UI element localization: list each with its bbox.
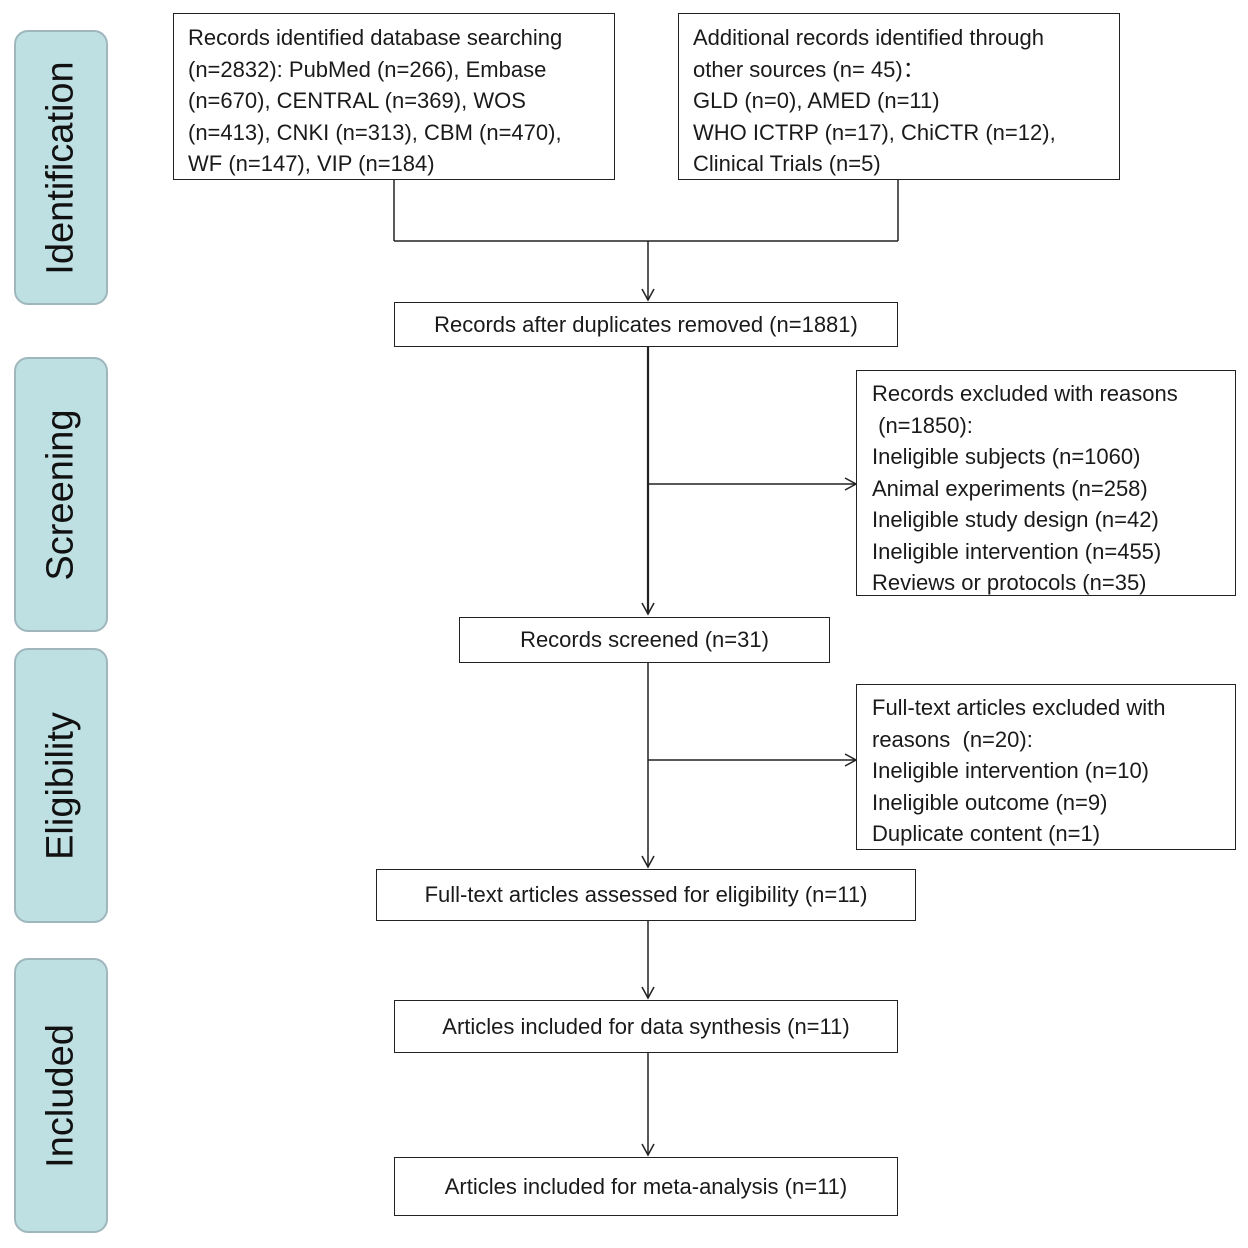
records-screened-box: Records screened (n=31) xyxy=(459,617,830,663)
assessed-eligibility-box: Full-text articles assessed for eligibil… xyxy=(376,869,916,921)
stage-included: Included xyxy=(14,958,108,1233)
box-line: reasons (n=20): xyxy=(872,726,1033,752)
box-line: Ineligible intervention (n=10) xyxy=(872,758,1150,783)
meta-analysis-text: Articles included for meta-analysis (n=1… xyxy=(444,1173,848,1199)
box-line: Duplicate content (n=1) xyxy=(872,821,1101,846)
box-line: (n=2832): PubMed (n=266), Embase xyxy=(188,56,547,82)
meta-analysis-box: Articles included for meta-analysis (n=1… xyxy=(394,1157,898,1216)
box-line: Ineligible subjects (n=1060) xyxy=(872,444,1141,469)
other-sources-box: Additional records identified through ot… xyxy=(678,13,1120,180)
box-line: Records excluded with reasons xyxy=(872,381,1178,406)
box-line: Ineligible intervention (n=455) xyxy=(872,538,1162,564)
box-line: (n=413), CNKI (n=313), CBM (n=470), xyxy=(188,119,562,145)
stage-screening: Screening xyxy=(14,357,108,632)
box-line: WF (n=147), VIP (n=184) xyxy=(188,151,435,176)
fulltext-excluded-box: Full-text articles excluded with reasons… xyxy=(856,684,1236,850)
duplicates-removed-text: Records after duplicates removed (n=1881… xyxy=(434,311,858,337)
box-line: Reviews or protocols (n=35) xyxy=(872,570,1147,595)
box-line: (n=670), CENTRAL (n=369), WOS xyxy=(188,88,526,113)
records-screened-text: Records screened (n=31) xyxy=(520,627,769,653)
stage-identification: Identification xyxy=(14,30,108,305)
database-search-box: Records identified database searching (n… xyxy=(173,13,615,180)
box-line: (n=1850): xyxy=(872,412,973,438)
assessed-eligibility-text: Full-text articles assessed for eligibil… xyxy=(424,882,868,908)
data-synthesis-text: Articles included for data synthesis (n=… xyxy=(442,1013,850,1039)
box-line: GLD (n=0), AMED (n=11) xyxy=(693,88,940,113)
box-line: other sources (n= 45)： xyxy=(693,56,925,82)
box-line: Additional records identified through xyxy=(693,25,1045,50)
stage-eligibility: Eligibility xyxy=(14,648,108,923)
box-line: Animal experiments (n=258) xyxy=(872,475,1148,501)
box-line: Clinical Trials (n=5) xyxy=(693,151,881,176)
box-line: Full-text articles excluded with xyxy=(872,695,1166,720)
box-line: Records identified database searching xyxy=(188,25,563,50)
records-excluded-box: Records excluded with reasons (n=1850): … xyxy=(856,370,1236,596)
duplicates-removed-box: Records after duplicates removed (n=1881… xyxy=(394,302,898,347)
box-line: Ineligible study design (n=42) xyxy=(872,507,1159,532)
box-line: Ineligible outcome (n=9) xyxy=(872,789,1108,815)
box-line: WHO ICTRP (n=17), ChiCTR (n=12), xyxy=(693,119,1056,145)
data-synthesis-box: Articles included for data synthesis (n=… xyxy=(394,1000,898,1053)
